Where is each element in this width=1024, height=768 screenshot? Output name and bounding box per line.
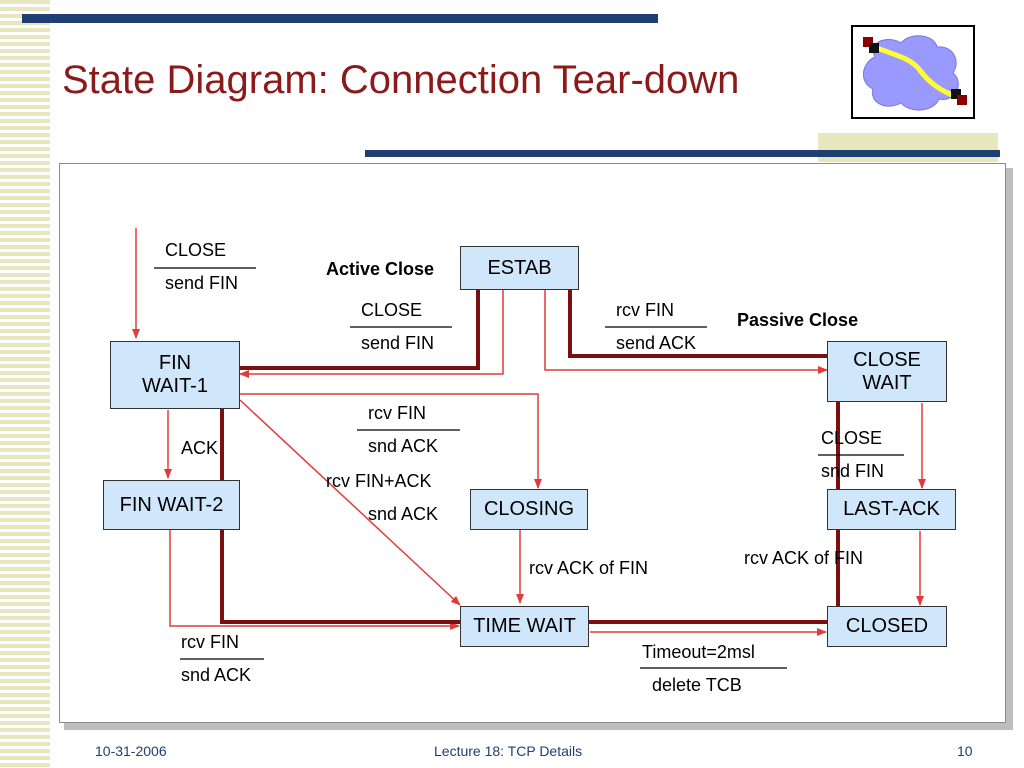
slide-title: State Diagram: Connection Tear-down (62, 58, 740, 102)
label-timewait-closed-top: Timeout=2msl (642, 642, 755, 662)
label-lastack-closed: rcv ACK of FIN (744, 548, 864, 568)
label-closing-timewait: rcv ACK of FIN (529, 558, 649, 578)
state-fin-wait-2: FIN WAIT-2 (103, 480, 240, 530)
network-cloud-icon (851, 25, 975, 119)
label-finwait1-finwait2: ACK (181, 438, 219, 458)
page-number: 10 (957, 743, 973, 759)
label-finwait1-timewait-bottom: snd ACK (368, 504, 439, 524)
state-time-wait: TIME WAIT (460, 606, 589, 647)
label-finwait2-timewait-top: rcv FIN (181, 632, 239, 652)
state-closing: CLOSING (470, 489, 588, 530)
label-estab-finwait-top: CLOSE (361, 300, 423, 320)
state-fin-wait-1: FIN WAIT-1 (110, 341, 240, 409)
label-finwait2-timewait-bottom: snd ACK (181, 665, 252, 685)
label-passive-close: Passive Close (737, 310, 859, 330)
arrow-finwait1-timewait (239, 399, 461, 606)
label-timewait-closed-bottom: delete TCB (652, 675, 742, 695)
label-estab-finwait-bottom: send FIN (361, 333, 435, 353)
label-estab-closewait-bottom: send ACK (616, 333, 697, 353)
top-accent-bar (22, 14, 658, 23)
state-closed: CLOSED (827, 606, 947, 647)
label-finwait1-closing-top: rcv FIN (368, 403, 426, 423)
state-last-ack: LAST-ACK (827, 489, 956, 530)
accent-block (818, 133, 998, 162)
footer-date: 10-31-2006 (95, 743, 167, 759)
arrow-finwait2-timewait (169, 530, 460, 630)
label-closewait-lastack-bottom: snd FIN (821, 461, 885, 481)
label-init-bottom: send FIN (165, 273, 239, 293)
arrow-estab-closewait (544, 290, 828, 374)
decorative-stripes (0, 0, 50, 768)
label-finwait1-closing-bottom: snd ACK (368, 436, 439, 456)
label-init-top: CLOSE (165, 240, 227, 260)
arrow-estab-finwait1 (239, 290, 504, 378)
footer-title: Lecture 18: TCP Details (434, 743, 583, 759)
arrow-finwait1-closing (240, 393, 542, 489)
label-estab-closewait-top: rcv FIN (616, 300, 674, 320)
state-close-wait: CLOSE WAIT (827, 341, 947, 402)
state-estab: ESTAB (460, 246, 579, 290)
title-underline-bar (365, 150, 1000, 157)
label-closewait-lastack-top: CLOSE (821, 428, 883, 448)
label-finwait1-timewait-top: rcv FIN+ACK (326, 471, 432, 491)
label-active-close: Active Close (326, 259, 435, 279)
